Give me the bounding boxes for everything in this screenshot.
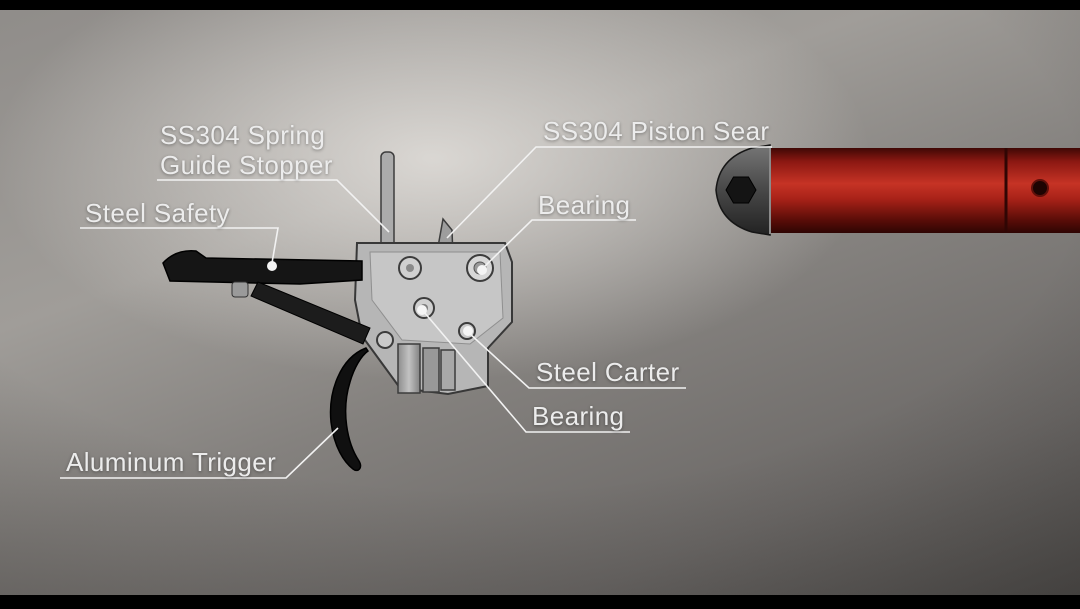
- safety-pin: [231, 281, 249, 298]
- label-bearing-top: Bearing: [538, 190, 631, 220]
- label-spring-guide-stopper-line2: Guide Stopper: [160, 150, 333, 180]
- spring-guide-rod: [380, 151, 395, 255]
- trigger-assembly-drawing: [162, 151, 513, 472]
- callout-lines: [60, 146, 772, 479]
- label-aluminum-trigger: Aluminum Trigger: [66, 447, 277, 477]
- safety-bar-part: [162, 250, 363, 285]
- letterbox-top: [0, 0, 1080, 10]
- spring-housing-cylinder: [397, 343, 421, 394]
- trigger-blade-part: [329, 347, 370, 472]
- label-bearing-bottom: Bearing: [532, 401, 625, 431]
- leader-aluminum-trigger: [60, 427, 339, 479]
- bolt-lower-left: [376, 331, 394, 349]
- callout-dot-carter: [463, 326, 473, 336]
- label-piston-sear: SS304 Piston Sear: [543, 116, 770, 146]
- callout-dot-bearing-bottom: [417, 305, 427, 315]
- leader-spring-guide-stopper: [157, 179, 390, 233]
- leader-bearing-bottom: [423, 311, 630, 433]
- bolt-top-left-center: [406, 264, 414, 272]
- letterbox-bottom: [0, 595, 1080, 609]
- label-spring-guide-stopper: SS304 Spring Guide Stopper: [160, 120, 333, 180]
- piston-tube-body: [766, 148, 1080, 233]
- leader-bearing-top: [482, 219, 636, 269]
- linkage-arm: [250, 281, 371, 345]
- label-steel-safety: Steel Safety: [85, 198, 230, 228]
- leader-steel-safety: [80, 227, 279, 264]
- leader-piston-sear: [446, 146, 772, 239]
- hex-socket-icon: [725, 176, 757, 204]
- callout-dot-bearing-top: [477, 265, 487, 275]
- callout-dots: [267, 261, 487, 336]
- spring-housing-cylinder-2: [422, 347, 440, 393]
- label-spring-guide-stopper-line1: SS304 Spring: [160, 120, 326, 150]
- piston-tube-drawing: [715, 144, 1080, 236]
- label-steel-carter: Steel Carter: [536, 357, 680, 387]
- callout-dot-safety: [267, 261, 277, 271]
- leader-steel-carter: [468, 332, 686, 389]
- spring-housing-cylinder-3: [440, 349, 456, 391]
- piston-tube-hole: [1031, 179, 1049, 197]
